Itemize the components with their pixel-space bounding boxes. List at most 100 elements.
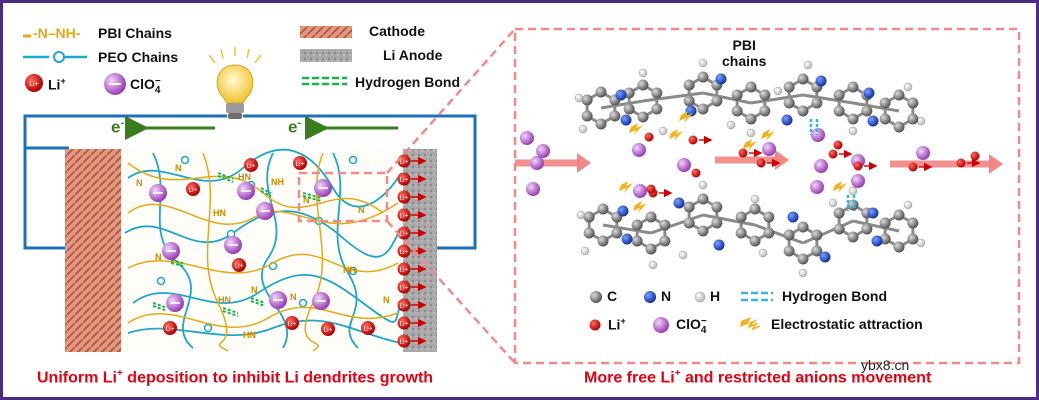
peo-oxygen [298,298,308,308]
hydrogen-bond [260,187,272,194]
legend-hydrogen-atom-icon [694,291,706,303]
carbon-atom [659,235,671,247]
pbi-nitrogen-label: N [303,195,310,205]
detail-li-ion [691,168,701,178]
carbon-atom [907,113,919,125]
li-ion-text: Li+ [400,213,409,220]
peo-chain [132,273,402,323]
legend-anode-swatch [300,49,352,62]
carbon-atom [583,227,595,239]
carbon-atom [697,71,709,83]
carbon-atom [597,235,609,247]
carbon-atom [683,95,695,107]
electron-left-sup: - [120,117,125,129]
carbon-atom [697,193,709,205]
li-ion-icon: Li+ [285,316,299,330]
bond [702,213,756,227]
legend-detail-clo4-label: ClO−4 [676,316,707,336]
carbon-atom [783,245,795,257]
carbon-atom [731,89,743,101]
nitrogen-atom [621,233,633,245]
li-ion-icon: Li+ [397,316,411,330]
carbon-atom [893,121,905,133]
detail-ions [520,111,981,213]
legend-li-label: Li+ [48,76,66,93]
legend-clo4-text: ClO [130,76,155,92]
li-ion-sphere [232,258,246,272]
hydrogen-atom [773,86,783,96]
caption-left-sup: + [117,368,123,379]
nitrogen-atom [781,114,793,126]
pbi-nitrogen-label: N [175,163,182,173]
li-ion-sphere [293,156,307,170]
hydrogen-bond [170,259,184,264]
carbon-atom [847,113,859,125]
ion-flow-head [989,154,1003,174]
li-ion-sphere [321,322,335,336]
detail-title-line1: PBI [732,37,756,53]
light-bulb-icon [208,47,262,119]
li-ion-text: Li+ [400,303,409,310]
detail-anion [851,174,865,188]
legend-detail-clo4-sup: − [700,316,707,327]
nitrogen-atom [815,75,827,87]
pbi-nitrogen-label: HN [243,330,256,340]
carbon-atom [595,86,607,98]
li-ion-icon: Li+ [232,258,246,272]
hydrogen-atom [726,120,736,130]
legend-clo4-sub: 4 [154,85,161,96]
electrostatic-bolt [679,111,693,123]
li-ion-sphere [397,244,411,258]
caption-left-a: Uniform Li [37,369,117,387]
hydrogen-atom [903,200,913,210]
nitrogen-atom [617,205,629,217]
carbon-atom [811,245,823,257]
li-ion-sphere [397,298,411,312]
legend-detail-clo4-sub: 4 [700,325,707,336]
li-ion-icon: Li+ [397,298,411,312]
hydrogen-atom [848,186,858,196]
carbon-atom [637,79,649,91]
li-ion-text: Li+ [400,249,409,256]
bond [852,219,900,233]
electrostatic-bolt [743,139,757,151]
legend-li-text: Li [48,76,61,93]
carbon-atom [735,211,747,223]
detail-li-ion [756,158,766,168]
pbi-nitrogen-label: NH [271,177,284,187]
carbon-atom [759,105,771,117]
pbi-chain [127,202,399,225]
carbon-atom [763,227,775,239]
electron-right-sup: - [297,117,302,129]
hydrogen-atom [578,124,588,134]
bond [754,223,804,245]
li-ion-icon: Li+ [397,334,411,348]
anion-icon [166,294,184,312]
detail-anion [810,180,824,194]
detail-li-ion [644,132,654,142]
peo-chain [260,152,289,349]
carbon-atom [683,217,695,229]
hydrogen-bond [302,192,322,199]
electron-left-text: e [111,117,121,137]
li-ion-sphere [397,208,411,222]
carbon-atom [847,231,859,243]
electron-right-text: e [288,117,298,137]
legend-detail-li-sup: + [620,316,626,326]
peo-oxygen [180,155,190,165]
li-ion-icon: Li+ [397,190,411,204]
carbon-atom [711,95,723,107]
legend-hbond-label: Hydrogen Bond [355,74,460,90]
hydrogen-atom [750,194,760,204]
carbon-atom [623,103,635,115]
li-ion-icon: Li+ [293,156,307,170]
li-ion-icon: Li+ [321,322,335,336]
bond [802,219,854,245]
carbon-atom [907,97,919,109]
electrostatic-bolt [833,181,847,193]
detail-li-ion [646,184,656,194]
li-ion-sphere [397,262,411,276]
hydrogen-atom [916,238,926,248]
bond [650,213,704,235]
nitrogen-atom [715,73,727,85]
